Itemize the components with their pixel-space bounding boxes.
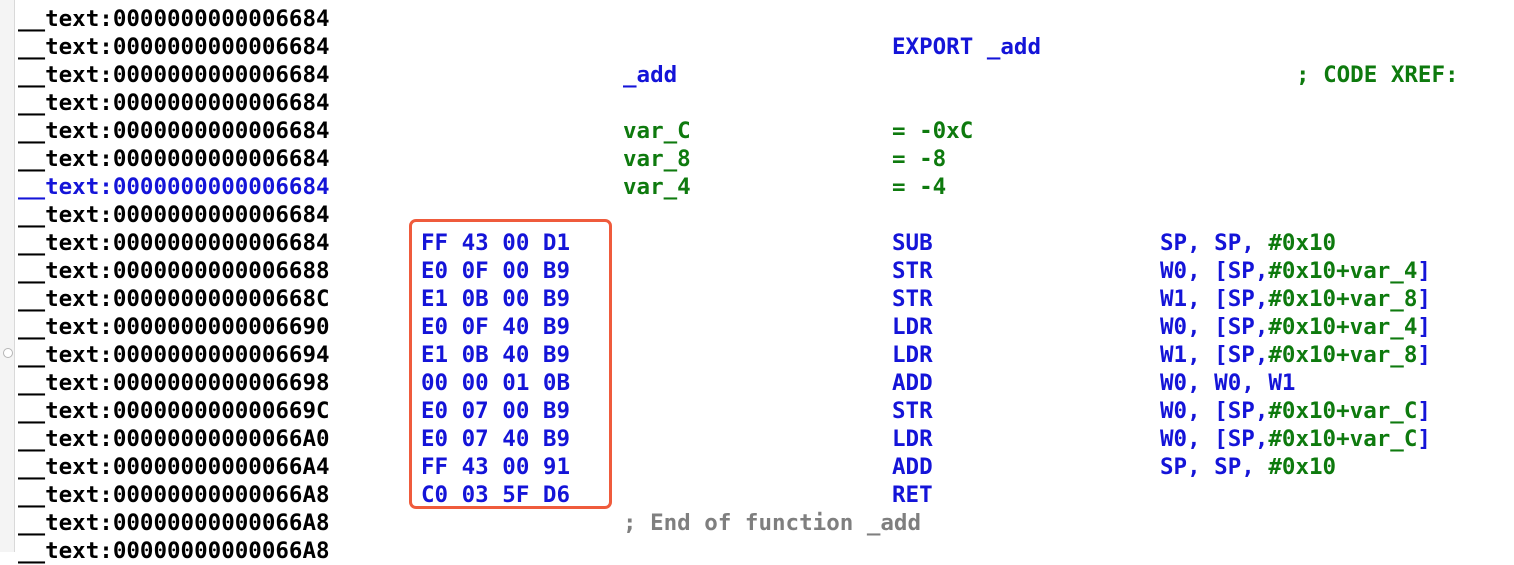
instruction-mnemonic[interactable]: ADD (892, 454, 933, 480)
instruction-mnemonic[interactable]: = -8 (892, 146, 947, 172)
operand-part: #0x10+var_C (1268, 426, 1418, 452)
operand-part: ] (1417, 286, 1431, 312)
operand-part: #0x10+var_8 (1268, 342, 1418, 368)
operand-part: SP, SP, (1160, 230, 1269, 256)
line-address[interactable]: __text:0000000000006684 (18, 62, 330, 88)
line-address[interactable]: __text:0000000000006684 (18, 202, 330, 228)
line-address[interactable]: __text:00000000000066A8 (18, 538, 330, 564)
operand-part: W0, [SP, (1160, 258, 1269, 284)
operand-part: SP, SP, (1160, 454, 1269, 480)
gutter-marker-icon (3, 348, 13, 358)
opcode-bytes[interactable]: FF 43 00 D1 (421, 230, 571, 256)
operand-part: W1, [SP, (1160, 286, 1269, 312)
instruction-operands[interactable]: W0, W0, W1 (1160, 369, 1295, 397)
opcode-bytes[interactable]: E0 0F 00 B9 (421, 258, 571, 284)
line-address[interactable]: __text:0000000000006684 (18, 174, 330, 200)
opcode-bytes-highlight (409, 219, 612, 509)
line-address[interactable]: __text:00000000000066A4 (18, 454, 330, 480)
instruction-mnemonic[interactable]: STR (892, 258, 933, 284)
instruction-operands[interactable]: W1, [SP,#0x10+var_8] (1160, 285, 1431, 313)
operand-part: W1, [SP, (1160, 342, 1269, 368)
instruction-mnemonic[interactable]: LDR (892, 314, 933, 340)
opcode-bytes[interactable]: E0 0F 40 B9 (421, 314, 571, 340)
line-address[interactable]: __text:0000000000006684 (18, 146, 330, 172)
instruction-mnemonic[interactable]: ADD (892, 370, 933, 396)
line-address[interactable]: __text:00000000000066A8 (18, 510, 330, 536)
line-address[interactable]: __text:0000000000006684 (18, 118, 330, 144)
instruction-operands[interactable]: SP, SP, #0x10 (1160, 453, 1336, 481)
operand-part: #0x10+var_4 (1268, 258, 1418, 284)
operand-part: W0, [SP, (1160, 398, 1269, 424)
instruction-mnemonic[interactable]: STR (892, 398, 933, 424)
line-address[interactable]: __text:0000000000006684 (18, 230, 330, 256)
operand-part: W0, [SP, (1160, 314, 1269, 340)
instruction-mnemonic[interactable]: SUB (892, 230, 933, 256)
opcode-bytes[interactable]: E0 07 40 B9 (421, 426, 571, 452)
line-label[interactable]: _add (623, 62, 678, 88)
operand-part: W0, W0, W1 (1160, 370, 1296, 396)
line-address[interactable]: __text:0000000000006684 (18, 6, 330, 32)
line-label[interactable]: var_8 (623, 146, 691, 172)
operand-part: W0, [SP, (1160, 426, 1269, 452)
line-address[interactable]: __text:0000000000006694 (18, 342, 330, 368)
instruction-mnemonic[interactable]: RET (892, 482, 933, 508)
operand-part: ] (1417, 426, 1431, 452)
gutter (0, 0, 15, 552)
line-label[interactable]: var_4 (623, 174, 691, 200)
opcode-bytes[interactable]: C0 03 5F D6 (421, 482, 571, 508)
opcode-bytes[interactable]: E0 07 00 B9 (421, 398, 571, 424)
instruction-operands[interactable]: W0, [SP,#0x10+var_C] (1160, 397, 1431, 425)
line-address[interactable]: __text:00000000000066A0 (18, 426, 330, 452)
operand-part: ] (1417, 314, 1431, 340)
line-address[interactable]: __text:000000000000669C (18, 398, 330, 424)
instruction-operands[interactable]: W1, [SP,#0x10+var_8] (1160, 341, 1431, 369)
line-label[interactable]: var_C (623, 118, 691, 144)
operand-part: #0x10+var_4 (1268, 314, 1418, 340)
instruction-mnemonic[interactable]: LDR (892, 426, 933, 452)
code-xref-comment[interactable]: ; CODE XREF: (1296, 62, 1459, 88)
instruction-mnemonic[interactable]: STR (892, 286, 933, 312)
instruction-mnemonic[interactable]: LDR (892, 342, 933, 368)
operand-part: ] (1417, 398, 1431, 424)
instruction-mnemonic[interactable]: = -0xC (892, 118, 974, 144)
line-address[interactable]: __text:000000000000668C (18, 286, 330, 312)
opcode-bytes[interactable]: 00 00 01 0B (421, 370, 571, 396)
instruction-operands[interactable]: W0, [SP,#0x10+var_4] (1160, 257, 1431, 285)
opcode-bytes[interactable]: E1 0B 40 B9 (421, 342, 571, 368)
line-address[interactable]: __text:00000000000066A8 (18, 482, 330, 508)
line-address[interactable]: __text:0000000000006684 (18, 34, 330, 60)
line-address[interactable]: __text:0000000000006690 (18, 314, 330, 340)
line-address[interactable]: __text:0000000000006698 (18, 370, 330, 396)
operand-part: ] (1417, 258, 1431, 284)
instruction-operands[interactable]: W0, [SP,#0x10+var_4] (1160, 313, 1431, 341)
instruction-mnemonic[interactable]: = -4 (892, 174, 947, 200)
line-address[interactable]: __text:0000000000006684 (18, 90, 330, 116)
operand-part: ] (1417, 342, 1431, 368)
operand-part: #0x10 (1268, 454, 1337, 480)
operand-part: #0x10+var_8 (1268, 286, 1418, 312)
operand-part: #0x10+var_C (1268, 398, 1418, 424)
operand-part: #0x10 (1268, 230, 1337, 256)
instruction-mnemonic[interactable]: EXPORT _add (892, 34, 1042, 60)
line-label[interactable]: ; End of function _add (623, 510, 922, 536)
opcode-bytes[interactable]: FF 43 00 91 (421, 454, 571, 480)
instruction-operands[interactable]: SP, SP, #0x10 (1160, 229, 1336, 257)
line-address[interactable]: __text:0000000000006688 (18, 258, 330, 284)
opcode-bytes[interactable]: E1 0B 00 B9 (421, 286, 571, 312)
instruction-operands[interactable]: W0, [SP,#0x10+var_C] (1160, 425, 1431, 453)
